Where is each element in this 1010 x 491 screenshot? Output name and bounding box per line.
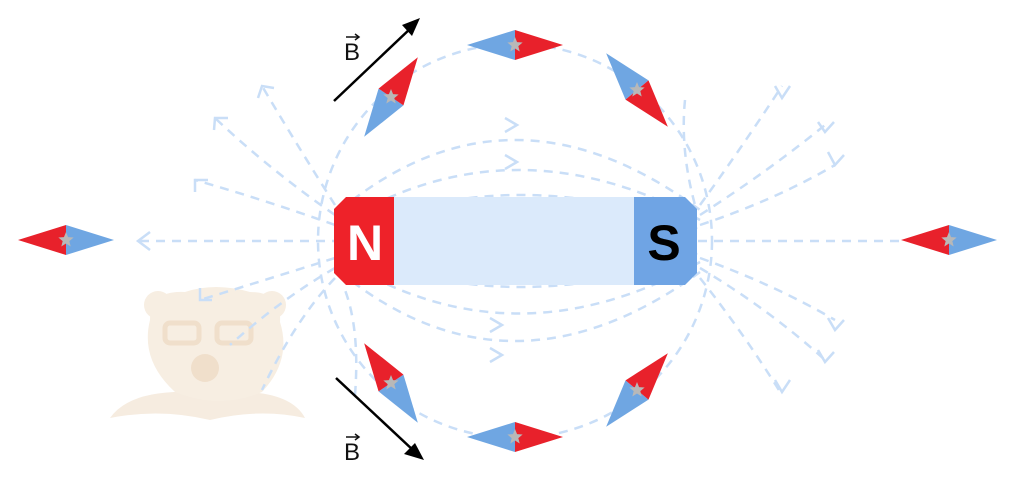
compass-pivot-icon [383, 375, 399, 390]
compass-north-tip [515, 30, 563, 60]
compass-south-tip [467, 30, 515, 60]
compass-north-tip [378, 57, 418, 106]
compass-needle [467, 30, 563, 60]
watermark-logo [110, 287, 305, 420]
field-vector-upper-label: B [344, 39, 360, 66]
compass-needle [364, 57, 418, 137]
compass-pivot-icon [629, 382, 645, 397]
field-vector-upper: B [333, 18, 420, 102]
compass-pivot-icon [383, 89, 399, 104]
compass-south-tip [949, 225, 997, 255]
compass-south-tip [66, 225, 114, 255]
compass-north-tip [18, 225, 66, 255]
field-line-arrowheads [135, 84, 845, 395]
compass-pivot-icon [58, 232, 74, 247]
compass-needle [606, 353, 668, 427]
compass-needle [606, 53, 668, 127]
bar-magnet: N S [334, 197, 697, 285]
magnet-body [394, 197, 634, 285]
north-pole-label: N [347, 215, 383, 271]
field-vector-lower-label: B [344, 439, 360, 466]
compass-needle [467, 422, 563, 452]
compass-needles [18, 30, 997, 452]
compass-north-tip [901, 225, 949, 255]
compass-pivot-icon [507, 37, 523, 52]
compass-pivot-icon [941, 232, 957, 247]
compass-needle [364, 343, 418, 423]
magnet-south-pole [634, 197, 697, 285]
compass-needle [901, 225, 997, 255]
south-pole-label: S [647, 215, 680, 271]
compass-needle [18, 225, 114, 255]
magnet-north-pole [334, 197, 394, 285]
field-vector-lower: B [335, 377, 424, 466]
compass-north-tip [364, 343, 404, 392]
compass-pivot-icon [507, 429, 523, 444]
compass-pivot-icon [629, 82, 645, 97]
compass-south-tip [467, 422, 515, 452]
compass-north-tip [515, 422, 563, 452]
